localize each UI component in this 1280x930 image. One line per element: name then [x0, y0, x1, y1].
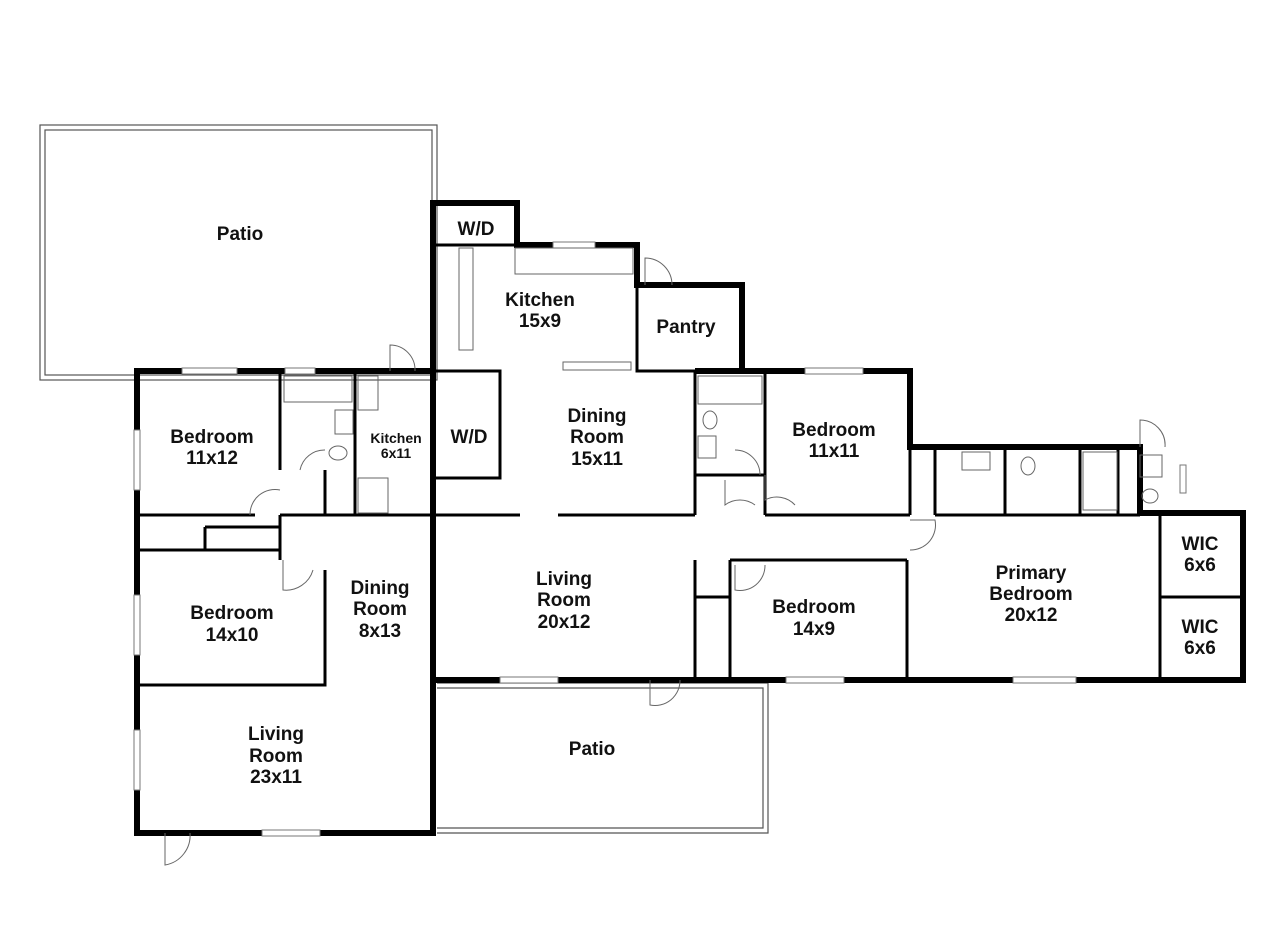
wd-label-2: W/D [451, 427, 488, 448]
patio-label: Patio [217, 224, 263, 245]
primary-bedroom-line1: Primary [996, 563, 1067, 584]
pantry-label: Pantry [656, 317, 716, 338]
wic-2-label: WIC [1182, 617, 1219, 638]
room-labels: Patio W/D Kitchen 15x9 Pantry Dining Roo… [170, 219, 1218, 788]
interior-walls [137, 203, 1243, 687]
living-room-20x12-line1: Living [536, 569, 592, 590]
living-room-20x12-line2: Room [537, 590, 591, 611]
living-room-23x11-size: 23x11 [250, 767, 302, 788]
bedroom-11x11-label: Bedroom [792, 420, 875, 441]
wic-1-label: WIC [1182, 534, 1219, 555]
doors [164, 257, 1166, 866]
wd-label: W/D [458, 219, 495, 240]
fixtures [283, 247, 1163, 514]
dining-room-8x13-line1: Dining [350, 578, 409, 599]
primary-bedroom-size: 20x12 [1005, 605, 1058, 626]
dining-room-label-line2: Room [570, 427, 624, 448]
kitchen-small-label: Kitchen [370, 430, 421, 446]
bedroom-14x9-label: Bedroom [772, 597, 855, 618]
bedroom-11x12-size: 11x12 [186, 448, 238, 469]
bedroom-14x10-label: Bedroom [190, 603, 273, 624]
kitchen-size: 15x9 [519, 311, 561, 332]
living-room-23x11-line1: Living [248, 724, 304, 745]
patio-outlines [39, 124, 769, 834]
bedroom-14x9-size: 14x9 [793, 619, 835, 640]
dining-room-8x13-size: 8x13 [359, 621, 401, 642]
living-room-23x11-line2: Room [249, 746, 303, 767]
dining-room-size: 15x11 [571, 449, 623, 470]
bedroom-14x10-size: 14x10 [206, 625, 259, 646]
kitchen-small-size: 6x11 [381, 445, 412, 461]
kitchen-label: Kitchen [505, 290, 575, 311]
primary-bedroom-line2: Bedroom [989, 584, 1072, 605]
wic-2-size: 6x6 [1184, 638, 1216, 659]
bedroom-11x12-label: Bedroom [170, 427, 253, 448]
patio-label-2: Patio [569, 739, 615, 760]
living-room-20x12-size: 20x12 [538, 612, 591, 633]
bedroom-11x11-size: 11x11 [809, 441, 860, 462]
dining-room-label-line1: Dining [567, 406, 626, 427]
windows [133, 241, 1187, 837]
dining-room-8x13-line2: Room [353, 599, 407, 620]
wic-1-size: 6x6 [1184, 555, 1216, 576]
